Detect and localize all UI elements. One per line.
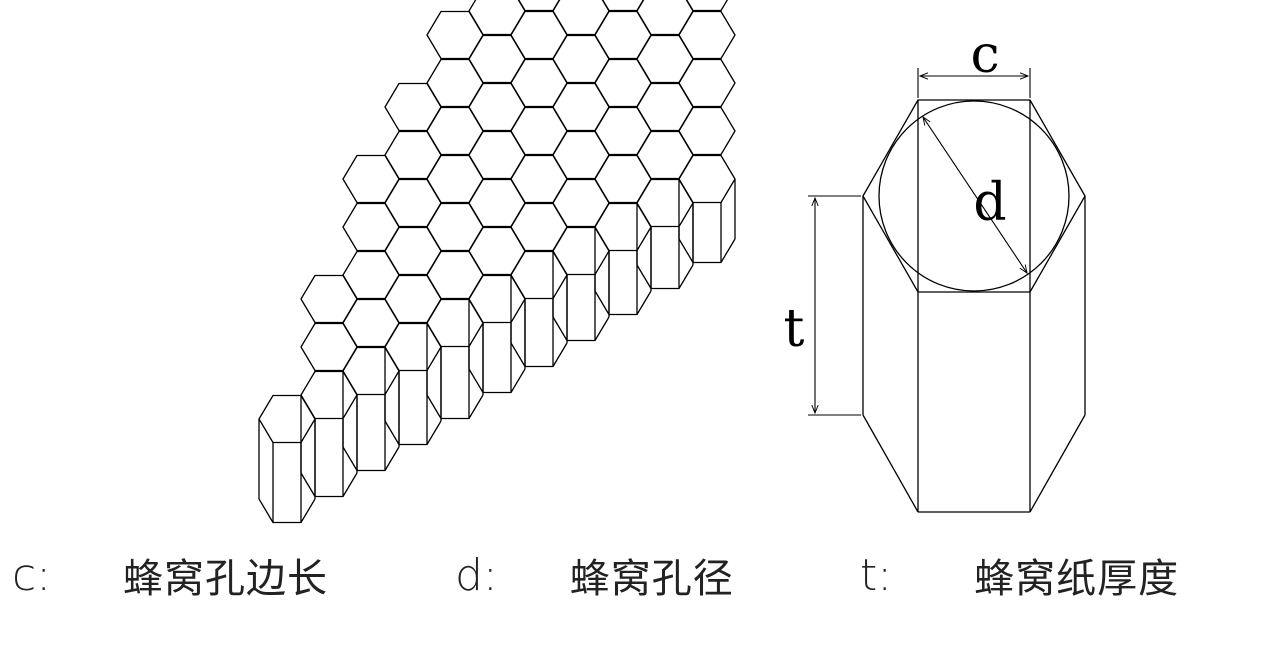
legend-symbol-c: c: bbox=[12, 549, 52, 601]
honeycomb-bottom-edge bbox=[510, 342, 568, 368]
honeycomb-cell bbox=[678, 154, 736, 204]
honeycomb-cell bbox=[636, 130, 694, 180]
label-c: c bbox=[970, 25, 999, 85]
honeycomb-cell bbox=[300, 322, 358, 372]
honeycomb-cell bbox=[510, 10, 568, 60]
honeycomb-bottom-edge bbox=[636, 264, 694, 290]
honeycomb-cell bbox=[510, 250, 568, 300]
honeycomb-cell bbox=[426, 250, 484, 300]
honeycomb-cell bbox=[636, 82, 694, 132]
legend-item-c: c: 蜂窝孔边长 bbox=[12, 540, 328, 610]
legend-item-d: d: 蜂窝孔径 bbox=[455, 540, 734, 610]
cell-bottom-left-slant bbox=[862, 414, 919, 513]
honeycomb-cell bbox=[552, 178, 610, 228]
honeycomb-bottom-edge bbox=[552, 316, 610, 342]
honeycomb-bottom-edge bbox=[384, 420, 442, 446]
honeycomb-cell bbox=[468, 226, 526, 276]
dimension-d-arrow bbox=[922, 115, 1028, 275]
label-d: d bbox=[973, 173, 1006, 233]
honeycomb-cell bbox=[426, 106, 484, 156]
honeycomb-cell bbox=[636, 0, 694, 36]
honeycomb-cell bbox=[342, 298, 400, 348]
honeycomb-cell bbox=[468, 34, 526, 84]
honeycomb-cell bbox=[300, 370, 358, 420]
honeycomb-cell bbox=[685, 0, 729, 12]
dimension-c: c bbox=[917, 25, 1031, 98]
honeycomb-bottom-edge bbox=[678, 238, 736, 264]
dimension-t: t bbox=[784, 195, 861, 416]
honeycomb-bottom-edge bbox=[594, 290, 652, 316]
dimension-d: d bbox=[922, 115, 1028, 275]
honeycomb-cell bbox=[384, 130, 442, 180]
honeycomb-bottom-edge bbox=[300, 472, 358, 498]
honeycomb-cell bbox=[300, 274, 358, 324]
honeycomb-cell bbox=[510, 106, 568, 156]
honeycomb-cell bbox=[384, 82, 442, 132]
label-t: t bbox=[784, 299, 805, 359]
honeycomb-cell bbox=[594, 58, 652, 108]
honeycomb-cell bbox=[552, 226, 610, 276]
honeycomb-cell bbox=[636, 34, 694, 84]
honeycomb-cell bbox=[636, 178, 694, 228]
honeycomb-cell bbox=[552, 82, 610, 132]
honeycomb-bottom-edge bbox=[258, 498, 316, 524]
honeycomb-bottom-edge bbox=[342, 446, 400, 472]
honeycomb-cell bbox=[258, 394, 316, 444]
legend-text-c: 蜂窝孔边长 bbox=[123, 556, 329, 602]
honeycomb-cell bbox=[552, 130, 610, 180]
honeycomb-cell bbox=[426, 154, 484, 204]
honeycomb-panel bbox=[258, 0, 736, 524]
honeycomb-cell bbox=[552, 0, 610, 36]
honeycomb-cell bbox=[426, 202, 484, 252]
legend-item-t: t: 蜂窝纸厚度 bbox=[860, 540, 1179, 610]
honeycomb-cell bbox=[384, 178, 442, 228]
honeycomb-cell bbox=[510, 202, 568, 252]
single-cell-detail bbox=[862, 99, 1086, 513]
legend-text-d: 蜂窝孔径 bbox=[569, 556, 734, 602]
honeycomb-cell bbox=[468, 130, 526, 180]
cell-bottom-right-slant bbox=[1029, 414, 1086, 513]
honeycomb-cell bbox=[552, 34, 610, 84]
honeycomb-cell bbox=[342, 346, 400, 396]
honeycomb-cell bbox=[468, 178, 526, 228]
honeycomb-cell bbox=[342, 250, 400, 300]
legend-symbol-t: t: bbox=[860, 549, 893, 601]
honeycomb-cell bbox=[510, 58, 568, 108]
honeycomb-cell bbox=[468, 274, 526, 324]
honeycomb-cell bbox=[384, 322, 442, 372]
honeycomb-cell bbox=[594, 202, 652, 252]
honeycomb-cell bbox=[468, 82, 526, 132]
honeycomb-cell bbox=[594, 10, 652, 60]
inscribed-circle bbox=[878, 100, 1070, 292]
honeycomb-cell bbox=[468, 0, 526, 36]
honeycomb-cell bbox=[426, 58, 484, 108]
honeycomb-cell bbox=[678, 58, 736, 108]
honeycomb-cell bbox=[678, 106, 736, 156]
legend-text-t: 蜂窝纸厚度 bbox=[974, 556, 1180, 602]
honeycomb-bottom-edge bbox=[468, 368, 526, 394]
honeycomb-cell bbox=[426, 298, 484, 348]
honeycomb-cell bbox=[510, 154, 568, 204]
legend-symbol-d: d: bbox=[455, 549, 498, 601]
honeycomb-cell bbox=[426, 10, 484, 60]
honeycomb-cell bbox=[342, 154, 400, 204]
honeycomb-cell bbox=[384, 226, 442, 276]
honeycomb-cell bbox=[594, 154, 652, 204]
honeycomb-cell bbox=[678, 10, 736, 60]
honeycomb-cell bbox=[342, 202, 400, 252]
honeycomb-bottom-edge bbox=[426, 394, 484, 420]
honeycomb-cell bbox=[384, 274, 442, 324]
honeycomb-cell bbox=[594, 106, 652, 156]
